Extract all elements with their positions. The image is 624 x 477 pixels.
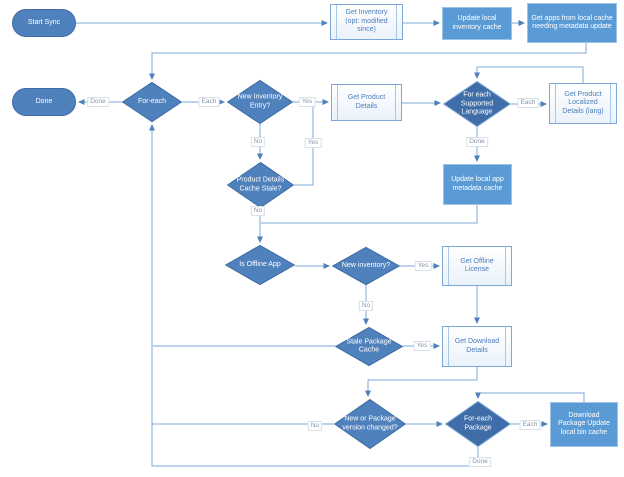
edge-label-no: No [307,421,323,431]
node-get-apps-needing-update: Get apps from local cache needing metada… [527,3,617,43]
edge-label-done: Done [469,457,491,467]
node-update-local-app-metadata-cache: Update local app metadata cache [443,164,512,205]
node-label: For-each Package [463,415,492,432]
node-new-or-version-changed: New or Package version changed? [334,399,406,449]
node-label: Get Download Details [454,338,500,354]
node-get-product-details: Get Product Details [331,84,402,121]
node-label: For each Supported Language [460,91,494,116]
node-label: Product Details Cache Stale? [236,176,285,193]
node-foreach-package: For-each Package [445,401,511,447]
node-label: Done [35,97,53,105]
node-label: New Inventory Entry? [237,93,283,110]
node-start-sync: Start Sync [12,9,76,37]
edge-get-apps-to-foreach [149,43,587,80]
node-label: Download Package Update local bin cache [558,411,610,436]
node-label: New inventory? [341,261,391,269]
edge-label-each: Each [198,97,220,107]
edge-label-yes: Yes [304,138,322,148]
node-get-download-details: Get Download Details [442,326,512,367]
node-label: Update local app metadata cache [451,176,504,192]
node-label: Is Offline App [239,260,281,268]
node-label: Stale Package Cache [346,338,392,354]
edge-label-yes: Yes [413,341,431,351]
node-product-details-cache-stale: Product Details Cache Stale? [227,162,294,208]
node-done: Done [12,88,76,116]
node-label: Get Product Details [347,94,386,110]
node-download-package: Download Package Update local bin cache [550,402,618,447]
edge-metadata-cache-join [261,205,478,224]
node-foreach-supported-language: For each Supported Language [443,81,511,127]
node-label: Get Inventory (opt: modified since) [345,9,388,34]
node-is-offline-app: Is Offline App [225,245,295,285]
edge-label-done: Done [87,97,109,107]
node-label: Get Offline License [460,257,494,274]
edge-foreach-package-done-return [149,124,479,467]
node-new-inventory: New inventory? [332,247,400,285]
edge-label-done: Done [466,137,488,147]
edge-label-no: No [250,206,266,216]
node-get-offline-license: Get Offline License [442,246,512,286]
node-stale-package-cache: Stale Package Cache [335,327,403,366]
edge-download-package-loopback [475,392,585,402]
node-get-product-localized-details: Get Product Localized Details (lang) [549,83,617,124]
node-label: For-each [137,97,166,105]
edge-label-yes: Yes [414,261,432,271]
edge-download-details-to-version-changed [365,367,478,397]
edge-cache-stale-yes-join [294,103,314,186]
edge-localized-loopback [474,66,584,83]
node-label: Get apps from local cache needing metada… [531,14,613,31]
node-label: Update local inventory cache [452,15,502,31]
node-update-local-inventory-cache: Update local inventory cache [442,7,512,40]
edge-label-no: No [358,301,374,311]
edge-label-each: Each [519,420,541,430]
node-label: New or Package version changed? [342,415,398,432]
edge-label-yes: Yes [298,97,316,107]
node-get-inventory: Get Inventory (opt: modified since) [330,4,403,40]
edge-label-no: No [250,137,266,147]
node-new-inventory-entry: New Inventory Entry? [227,80,293,124]
node-foreach: For-each [122,82,182,122]
node-label: Get Product Localized Details (lang) [562,90,604,115]
edge-label-each: Each [517,98,539,108]
node-label: Start Sync [27,18,61,26]
